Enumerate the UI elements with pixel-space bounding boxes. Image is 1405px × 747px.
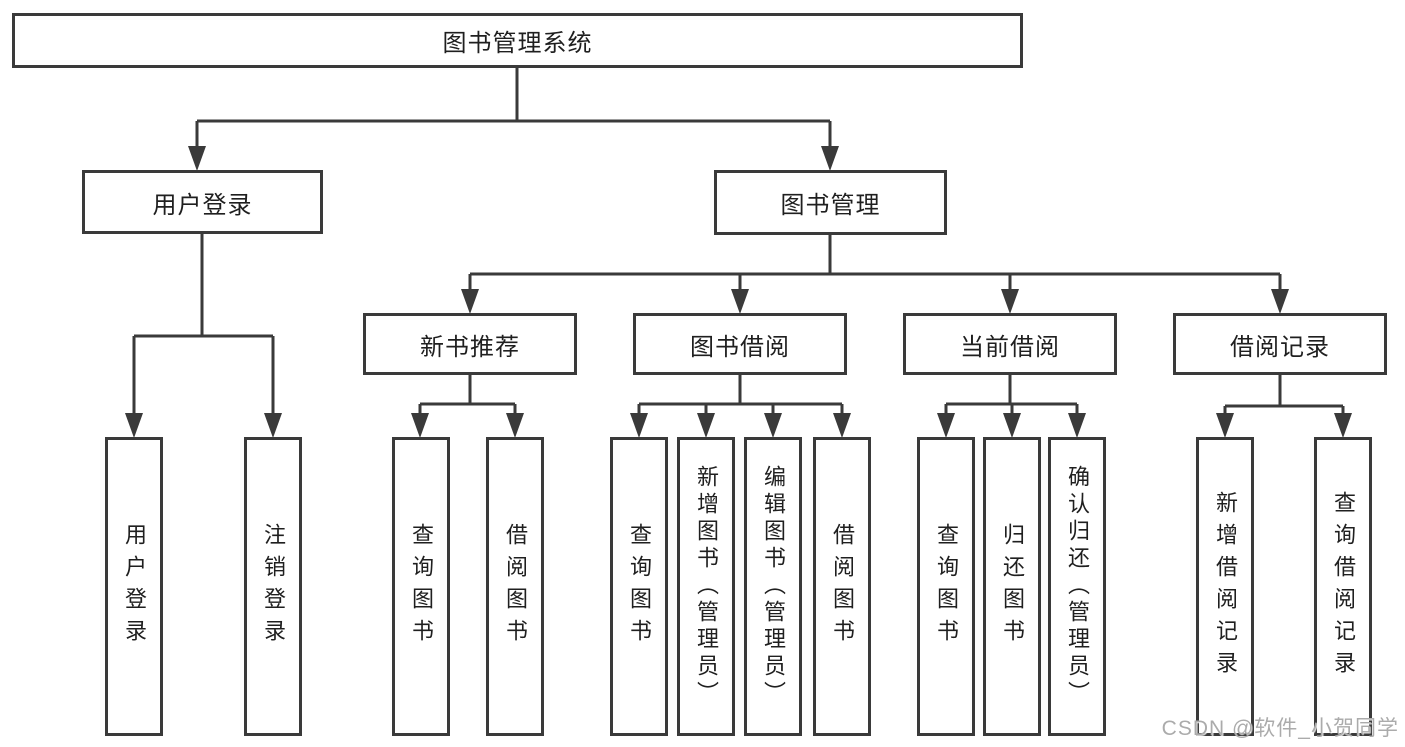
leaf-edit-book-admin-label: 编辑图书（管理员） — [761, 465, 786, 708]
node-current-borrowing: 当前借阅 — [903, 313, 1117, 375]
leaf-borrow-books-borrowing: 借阅图书 — [813, 437, 871, 736]
leaf-confirm-return-admin: 确认归还（管理员） — [1048, 437, 1106, 736]
leaf-query-books-borrowing-label: 查询图书 — [627, 522, 652, 651]
leaf-add-book-admin: 新增图书（管理员） — [677, 437, 735, 736]
leaf-query-borrow-record-label: 查询借阅记录 — [1331, 490, 1356, 683]
leaf-user-login-label: 用户登录 — [122, 522, 147, 651]
leaf-logout-label: 注销登录 — [261, 522, 286, 651]
watermark: CSDN @软件_小贺同学 — [1161, 717, 1399, 740]
leaf-borrow-books-recommend-label: 借阅图书 — [503, 522, 528, 651]
leaf-query-books-recommend: 查询图书 — [392, 437, 450, 736]
node-book-management: 图书管理 — [714, 170, 947, 235]
node-new-book-recommendation-label: 新书推荐 — [420, 333, 520, 361]
leaf-edit-book-admin: 编辑图书（管理员） — [744, 437, 802, 736]
leaf-return-books-label: 归还图书 — [1000, 522, 1025, 651]
leaf-confirm-return-admin-label: 确认归还（管理员） — [1065, 465, 1090, 708]
leaf-user-login: 用户登录 — [105, 437, 163, 736]
leaf-add-book-admin-label: 新增图书（管理员） — [694, 465, 719, 708]
node-book-borrowing: 图书借阅 — [633, 313, 847, 375]
node-current-borrowing-label: 当前借阅 — [960, 333, 1060, 361]
leaf-add-borrow-record: 新增借阅记录 — [1196, 437, 1254, 736]
leaf-borrow-books-borrowing-label: 借阅图书 — [830, 522, 855, 651]
leaf-add-borrow-record-label: 新增借阅记录 — [1213, 490, 1238, 683]
node-root-label: 图书管理系统 — [442, 30, 593, 57]
leaf-query-borrow-record: 查询借阅记录 — [1314, 437, 1372, 736]
leaf-borrow-books-recommend: 借阅图书 — [486, 437, 544, 736]
node-root: 图书管理系统 — [12, 13, 1023, 68]
node-book-borrowing-label: 图书借阅 — [690, 333, 790, 361]
leaf-query-books-current: 查询图书 — [917, 437, 975, 736]
leaf-query-books-current-label: 查询图书 — [934, 522, 959, 651]
arrowheads — [125, 146, 1352, 438]
leaf-logout: 注销登录 — [244, 437, 302, 736]
node-user-login-label: 用户登录 — [152, 191, 253, 219]
node-user-login: 用户登录 — [82, 170, 323, 234]
leaf-return-books: 归还图书 — [983, 437, 1041, 736]
node-borrowing-records-label: 借阅记录 — [1230, 333, 1330, 361]
leaf-query-books-recommend-label: 查询图书 — [409, 522, 434, 651]
node-new-book-recommendation: 新书推荐 — [363, 313, 577, 375]
node-book-management-label: 图书管理 — [780, 192, 881, 219]
leaf-query-books-borrowing: 查询图书 — [610, 437, 668, 736]
node-borrowing-records: 借阅记录 — [1173, 313, 1387, 375]
